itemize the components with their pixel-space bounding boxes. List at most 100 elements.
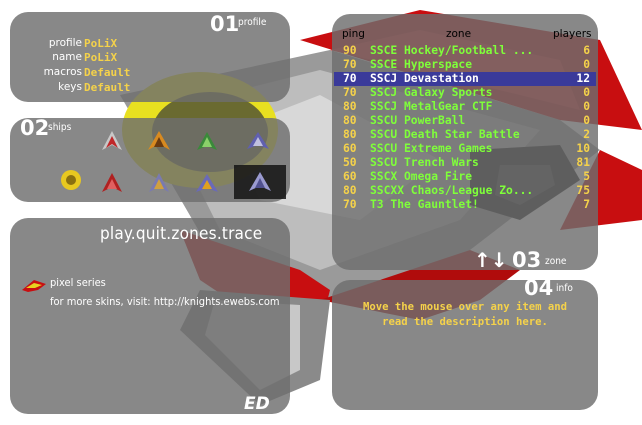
zone-ping: 80 bbox=[343, 128, 357, 141]
skin-visit-link[interactable]: for more skins, visit: http://knights.ew… bbox=[50, 295, 280, 308]
profile-title: profile bbox=[238, 17, 267, 28]
ships-title: ships bbox=[48, 122, 72, 133]
spectator-ship-icon[interactable] bbox=[246, 169, 274, 195]
zone-ping: 80 bbox=[343, 100, 357, 113]
info-line-1: Move the mouse over any item and bbox=[362, 301, 568, 313]
menu-separator: . bbox=[216, 224, 222, 244]
zone-name: SSCX Omega Fire bbox=[370, 170, 473, 183]
zone-row[interactable]: 70 SSCJ Galaxy Sports 0 bbox=[334, 86, 596, 100]
menu-trace[interactable]: trace bbox=[221, 224, 263, 244]
info-panel bbox=[332, 280, 598, 410]
zone-players: 0 bbox=[583, 86, 590, 99]
zone-row[interactable]: 80 SSCXX Chaos/League Zo... 75 bbox=[334, 184, 596, 198]
zone-name: SSCXX Chaos/League Zo... bbox=[370, 184, 534, 197]
zone-name: SSCE Hockey/Football ... bbox=[370, 44, 534, 57]
zone-ping: 60 bbox=[343, 142, 357, 155]
profile-number: 01 bbox=[210, 12, 240, 36]
name-value[interactable]: PoLiX bbox=[84, 51, 118, 64]
profile-row-profile[interactable]: profile PoLiX bbox=[0, 37, 190, 50]
zone-row[interactable]: 80 SSCJ MetalGear CTF 0 bbox=[334, 100, 596, 114]
main-menu: play.quit.zones.trace bbox=[100, 224, 262, 244]
zone-name: SSCJ Devastation bbox=[370, 72, 479, 85]
zone-row[interactable]: 60 SSCX Omega Fire 5 bbox=[334, 170, 596, 184]
weasel-ship-icon[interactable] bbox=[98, 170, 126, 196]
zone-name: SSCU Death Star Battle bbox=[370, 128, 520, 141]
name-key: name bbox=[52, 51, 82, 63]
terrier-ship-icon[interactable] bbox=[57, 167, 85, 193]
zone-ping: 80 bbox=[343, 114, 357, 127]
keys-value[interactable]: Default bbox=[84, 81, 131, 94]
zone-ping: 50 bbox=[343, 156, 357, 169]
profile-value[interactable]: PoLiX bbox=[84, 37, 118, 50]
zone-ping: 70 bbox=[343, 198, 357, 211]
profile-row-macros[interactable]: macros Default bbox=[0, 66, 190, 79]
skin-signature: ED bbox=[244, 394, 270, 414]
macros-value[interactable]: Default bbox=[84, 66, 131, 79]
keys-key: keys bbox=[58, 81, 82, 93]
skin-series-label: pixel series bbox=[50, 276, 106, 289]
zone-name: SSCU Extreme Games bbox=[370, 142, 493, 155]
zone-name: SSCJ Galaxy Sports bbox=[370, 86, 493, 99]
profile-panel bbox=[10, 12, 290, 102]
shark-ship-icon[interactable] bbox=[193, 170, 221, 196]
zone-ping: 70 bbox=[343, 72, 357, 85]
pixel-logo-icon bbox=[22, 280, 46, 292]
zone-row[interactable]: 70 SSCE Hyperspace 0 bbox=[334, 58, 596, 72]
macros-key: macros bbox=[43, 66, 82, 78]
zone-number: 03 bbox=[512, 248, 542, 272]
warbird-ship-icon[interactable] bbox=[98, 128, 126, 154]
zone-ping: 70 bbox=[343, 86, 357, 99]
zone-header[interactable]: zone bbox=[446, 28, 472, 40]
profile-key: profile bbox=[48, 37, 82, 49]
menu-play[interactable]: play bbox=[100, 224, 131, 244]
zone-players: 10 bbox=[576, 142, 590, 155]
zone-players: 0 bbox=[583, 100, 590, 113]
players-header[interactable]: players bbox=[553, 28, 592, 40]
menu-separator: . bbox=[130, 224, 136, 244]
zone-players: 2 bbox=[583, 128, 590, 141]
ships-number: 02 bbox=[20, 116, 50, 140]
info-line-2: read the description here. bbox=[382, 316, 548, 328]
zone-row[interactable]: 70 T3 The Gauntlet! 7 bbox=[334, 198, 596, 212]
zone-panel bbox=[332, 14, 598, 270]
skin-panel bbox=[10, 218, 290, 414]
zone-ping: 80 bbox=[343, 184, 357, 197]
leviathan-ship-icon[interactable] bbox=[244, 128, 272, 154]
zone-row[interactable]: 50 SSCU Trench Wars 81 bbox=[334, 156, 596, 170]
zone-name: SSCJ MetalGear CTF bbox=[370, 100, 493, 113]
zone-ping: 90 bbox=[343, 44, 357, 57]
lancaster-ship-icon[interactable] bbox=[145, 170, 173, 196]
zone-row[interactable]: 90 SSCE Hockey/Football ... 6 bbox=[334, 44, 596, 58]
zone-row-selected[interactable]: 70 SSCJ Devastation 12 bbox=[334, 72, 596, 86]
zone-row[interactable]: 60 SSCU Extreme Games 10 bbox=[334, 142, 596, 156]
zone-players: 5 bbox=[583, 170, 590, 183]
info-description: Move the mouse over any item and read th… bbox=[334, 300, 596, 330]
javelin-ship-icon[interactable] bbox=[145, 128, 173, 154]
menu-zones[interactable]: zones bbox=[171, 224, 217, 244]
zone-players: 0 bbox=[583, 114, 590, 127]
menu-separator: . bbox=[166, 224, 172, 244]
menu-quit[interactable]: quit bbox=[135, 224, 167, 244]
zone-players: 7 bbox=[583, 198, 590, 211]
spider-ship-icon[interactable] bbox=[193, 128, 221, 154]
zone-row[interactable]: 80 SSCU Death Star Battle 2 bbox=[334, 128, 596, 142]
zone-row[interactable]: 80 SSCU PowerBall 0 bbox=[334, 114, 596, 128]
profile-row-name[interactable]: name PoLiX bbox=[0, 51, 190, 64]
zone-name: T3 The Gauntlet! bbox=[370, 198, 479, 211]
zone-ping: 70 bbox=[343, 58, 357, 71]
zone-players: 81 bbox=[576, 156, 590, 169]
zone-scroll-arrows-icon[interactable]: ↑↓ bbox=[474, 248, 508, 272]
zone-players: 75 bbox=[576, 184, 590, 197]
zone-players: 0 bbox=[583, 58, 590, 71]
zone-name: SSCU PowerBall bbox=[370, 114, 466, 127]
info-title: info bbox=[556, 283, 573, 294]
ping-header[interactable]: ping bbox=[342, 28, 365, 40]
zone-ping: 60 bbox=[343, 170, 357, 183]
profile-row-keys[interactable]: keys Default bbox=[0, 81, 190, 94]
info-number: 04 bbox=[524, 276, 554, 300]
zone-name: SSCE Hyperspace bbox=[370, 58, 473, 71]
zone-name: SSCU Trench Wars bbox=[370, 156, 479, 169]
zone-players: 12 bbox=[576, 72, 590, 85]
zone-title: zone bbox=[545, 256, 567, 267]
zone-players: 6 bbox=[583, 44, 590, 57]
